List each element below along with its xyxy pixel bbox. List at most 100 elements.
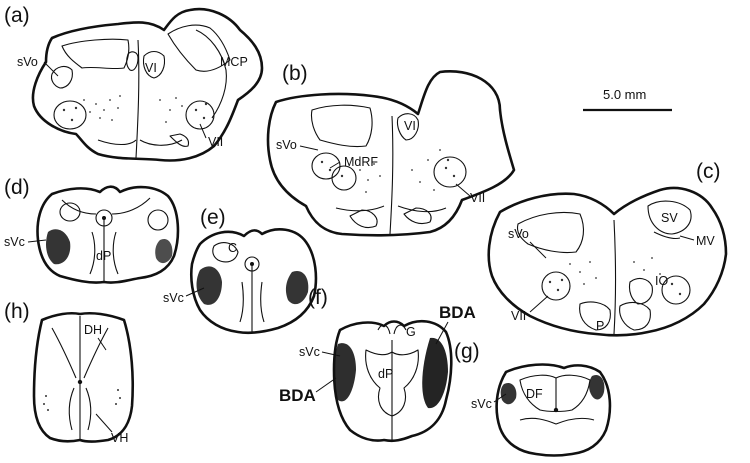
gray-matter-g (519, 417, 595, 425)
section-outline-e (189, 228, 318, 335)
label-mcp-a: MCP (220, 55, 248, 69)
label-vi-a: VI (145, 61, 157, 75)
stipple-a (62, 95, 208, 123)
label-vi-b: VI (404, 119, 416, 133)
gracile-right-d (147, 209, 169, 231)
vi-nucleus-a (142, 50, 166, 79)
leader-svo-a (43, 61, 59, 77)
panel-f: (f) G BDA sVc dP BDA (279, 286, 476, 443)
section-outline-a (31, 7, 264, 162)
section-outline-h (32, 311, 135, 443)
facial-nucleus-b2 (331, 165, 357, 191)
panel-letter-e: (e) (200, 206, 226, 229)
label-dp-d: dP (96, 249, 111, 263)
svc-density-right-g (589, 374, 605, 400)
panel-letter-b: (b) (282, 62, 308, 85)
section-outline-d (36, 185, 180, 284)
leader-svc-g (493, 393, 507, 403)
label-svo-c: sVo (508, 227, 529, 241)
pyramid-b2 (403, 207, 432, 225)
df-region-g (519, 374, 591, 413)
panel-letter-c: (c) (696, 160, 721, 183)
section-outline-b (266, 70, 516, 237)
label-mdrf-b: MdRF (344, 155, 378, 169)
vii-nucleus-right-a (185, 100, 215, 130)
vii-nucleus-left-c (541, 271, 571, 301)
canal-dot-g (553, 407, 559, 413)
label-vii-a: VII (208, 135, 223, 149)
panel-letter-a: (a) (4, 4, 30, 27)
label-svc-d: sVc (4, 235, 25, 249)
inner-contour-a (61, 38, 130, 70)
scale-bar-label: 5.0 mm (603, 87, 646, 102)
inner-contour-c (516, 211, 585, 254)
section-outline-c (487, 186, 728, 337)
svo-left-a (50, 65, 73, 89)
panel-g: (g) DF sVc (454, 340, 612, 457)
label-g-f: G (406, 325, 416, 339)
stipple-h (43, 389, 121, 411)
central-canal-d (95, 209, 113, 227)
vii-nucleus-right-b (433, 156, 467, 188)
pyramid-b (349, 209, 378, 229)
leader-dh-h (97, 337, 107, 351)
central-canal-e (244, 256, 260, 272)
label-dp-f: dP (378, 367, 393, 381)
label-io-c: IO (655, 274, 668, 288)
leader-svo-b (299, 145, 319, 151)
svc-density-e (196, 266, 222, 305)
inner-contour-a2 (167, 24, 231, 72)
vi-nucleus-b (396, 113, 419, 141)
panel-letter-d: (d) (4, 176, 30, 199)
leader-vii-b (455, 183, 471, 197)
panel-e: (e) C sVc (163, 206, 318, 335)
mv-nucleus-c (653, 231, 681, 240)
label-svc-g: sVc (471, 397, 492, 411)
canal-dot-e (250, 262, 254, 266)
panel-letter-g: (g) (454, 340, 480, 363)
leader-svc-e (185, 287, 205, 297)
vii-nucleus-left-a (53, 100, 87, 130)
leader-svc-d (27, 239, 47, 243)
label-sv-c: SV (661, 211, 678, 225)
leader-vii-c (529, 295, 549, 313)
leader-svo-c (529, 241, 547, 259)
label-c-e: C (228, 241, 237, 255)
stipple-c (548, 257, 682, 296)
stipple-b (320, 149, 456, 193)
svc-density-left-g (500, 382, 517, 405)
leader-vii-a (199, 123, 207, 139)
label-vii-c: VII (511, 309, 526, 323)
dp-region-d (89, 231, 119, 275)
pyramid-a (169, 133, 190, 147)
bda-density-right-f (422, 337, 448, 409)
inner-contour-b (310, 104, 373, 148)
ventral-horn-h (68, 387, 92, 431)
gracile-f (377, 324, 407, 335)
dp-region-e (239, 281, 265, 323)
section-outline-g (495, 363, 612, 457)
label-svo-a: sVo (17, 55, 38, 69)
dorsal-horn-h (51, 327, 109, 379)
panel-c: (c) sVo SV MV IO VII P (487, 160, 728, 337)
leader-bda-f (435, 321, 449, 345)
label-svc-f: sVc (299, 345, 320, 359)
pyramid-c2 (619, 301, 651, 331)
panel-b: (b) sVo VI MdRF VII (266, 62, 516, 237)
cuneate-e (212, 242, 239, 263)
svc-label-density-d (46, 229, 71, 265)
io-nucleus-c (628, 277, 653, 305)
label-svc-e: sVc (163, 291, 184, 305)
leader-bda2-f (315, 377, 337, 393)
label-vii-b: VII (470, 191, 485, 205)
label-vh-h: VH (111, 431, 128, 445)
label-mv-c: MV (696, 234, 715, 248)
label-svo-b: sVo (276, 138, 297, 152)
label-p-c: P (596, 319, 604, 333)
midline-b (389, 115, 394, 235)
label-bda-f: BDA (439, 303, 476, 322)
label-df-g: DF (526, 387, 543, 401)
dp-region-f (365, 349, 419, 417)
leader-vh-h (95, 413, 113, 433)
